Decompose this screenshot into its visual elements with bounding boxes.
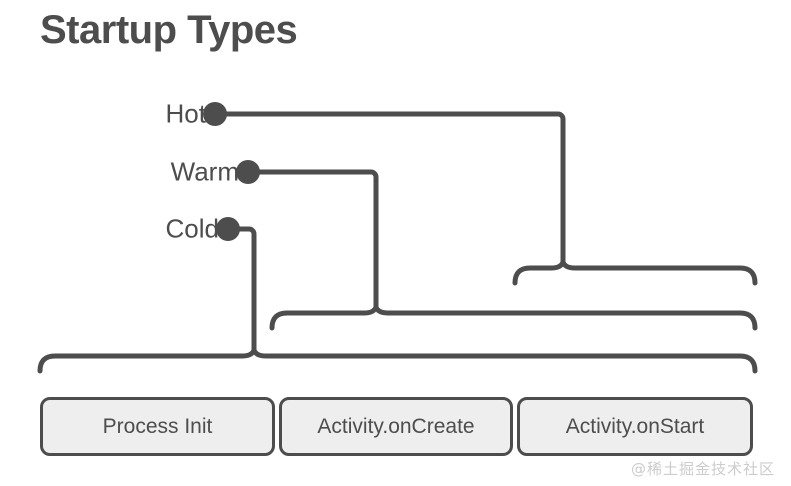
phase-box-activity-oncreate[interactable]: Activity.onCreate xyxy=(279,397,513,456)
phase-box-label: Activity.onStart xyxy=(565,414,705,438)
connector-line-cold xyxy=(229,226,257,353)
phase-box-label: Activity.onCreate xyxy=(317,414,475,438)
brace-hot xyxy=(512,259,758,286)
page-title: Startup Types xyxy=(40,8,298,52)
startup-type-label-cold: Cold xyxy=(165,213,219,244)
phase-box-process-init[interactable]: Process Init xyxy=(40,397,275,456)
brace-cold xyxy=(37,347,758,374)
node-dot-cold xyxy=(216,217,240,241)
startup-type-label-warm: Warm xyxy=(170,156,239,187)
connector-line-hot xyxy=(216,111,566,265)
phase-box-activity-onstart[interactable]: Activity.onStart xyxy=(517,397,753,456)
phase-box-label: Process Init xyxy=(102,414,213,438)
brace-warm xyxy=(269,304,758,331)
node-dot-hot xyxy=(203,102,227,126)
startup-phase-boxes: Process Init Activity.onCreate Activity.… xyxy=(40,397,753,456)
watermark: @稀土掘金技术社区 xyxy=(630,460,775,478)
connector-line-warm xyxy=(249,169,379,310)
node-dot-warm xyxy=(236,160,260,184)
startup-type-label-hot: Hot xyxy=(165,98,206,129)
